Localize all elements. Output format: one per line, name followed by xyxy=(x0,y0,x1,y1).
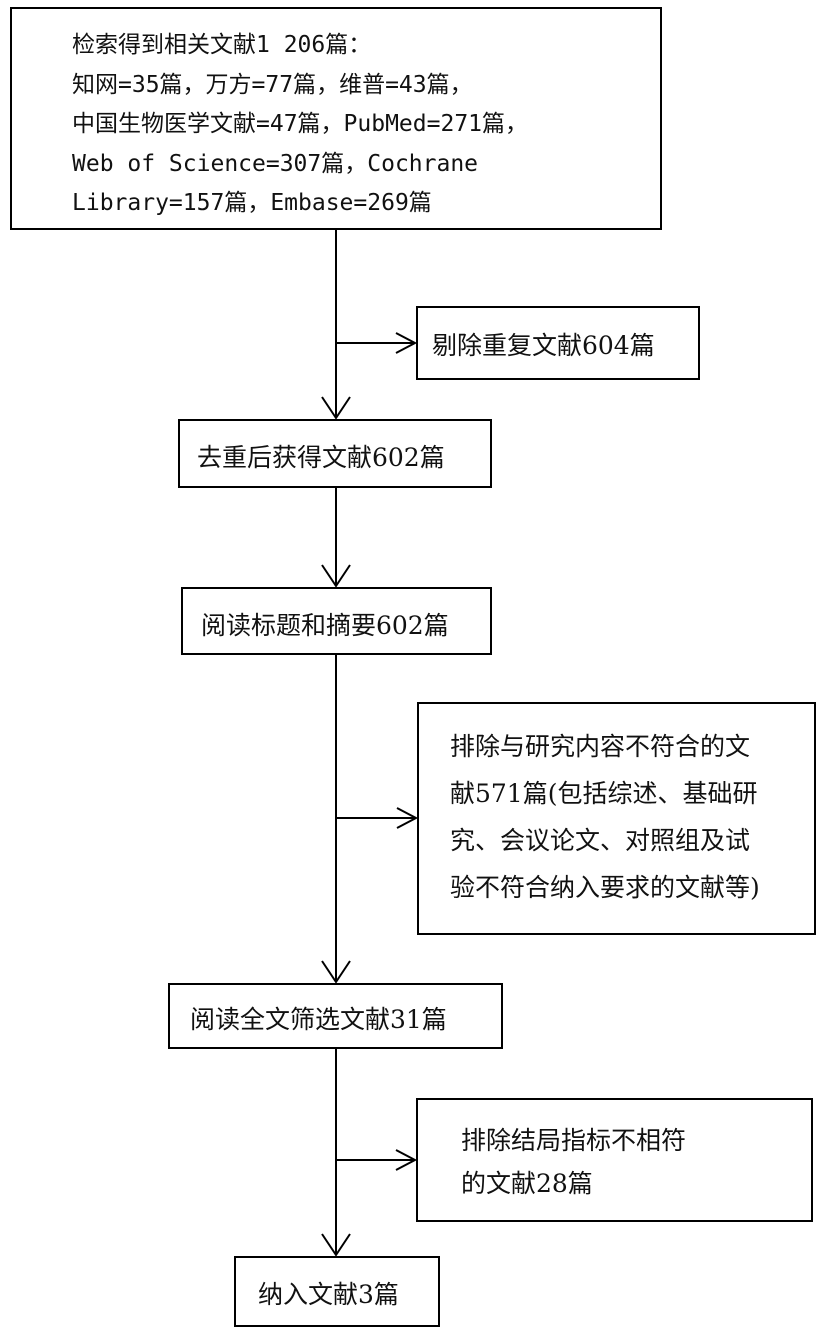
search-line-2: 知网=35篇，万方=77篇，维普=43篇， xyxy=(72,71,473,98)
exclude-outcome-line-2: 的文献28篇 xyxy=(461,1169,593,1198)
read-full-text-box: 阅读全文筛选文献31篇 xyxy=(168,983,503,1049)
exclude-content-box: 排除与研究内容不符合的文 献571篇(包括综述、基础研 究、会议论文、对照组及试… xyxy=(417,702,816,935)
included-box: 纳入文献3篇 xyxy=(234,1256,440,1327)
exclude-outcome-box: 排除结局指标不相符 的文献28篇 xyxy=(416,1098,813,1222)
arrowhead-exclude-outcome xyxy=(395,1149,418,1171)
arrowhead-remove-dup xyxy=(395,332,418,354)
search-line-1: 检索得到相关文献1 206篇： xyxy=(72,32,372,58)
remove-duplicates-text: 剔除重复文献604篇 xyxy=(432,331,655,360)
after-dedup-box: 去重后获得文献602篇 xyxy=(178,419,492,488)
arrowhead-read-title xyxy=(321,564,351,588)
arrowhead-read-full xyxy=(321,960,351,984)
exclude-content-line-3: 究、会议论文、对照组及试 xyxy=(450,826,751,855)
remove-duplicates-box: 剔除重复文献604篇 xyxy=(416,306,700,380)
arrowhead-included xyxy=(321,1233,351,1257)
arrowhead-dedup xyxy=(321,396,351,420)
exclude-content-line-1: 排除与研究内容不符合的文 xyxy=(450,732,751,761)
exclude-content-line-2: 献571篇(包括综述、基础研 xyxy=(450,779,758,808)
search-line-4: Web of Science=307篇，Cochrane xyxy=(72,150,479,177)
exclude-content-line-4: 验不符合纳入要求的文献等) xyxy=(450,873,760,902)
exclude-outcome-line-1: 排除结局指标不相符 xyxy=(461,1126,687,1155)
search-line-3: 中国生物医学文献=47篇，PubMed=271篇， xyxy=(72,111,529,137)
read-title-abstract-text: 阅读标题和摘要602篇 xyxy=(201,611,449,640)
arrowhead-exclude-content xyxy=(396,807,419,829)
read-title-abstract-box: 阅读标题和摘要602篇 xyxy=(181,587,492,655)
after-dedup-text: 去重后获得文献602篇 xyxy=(197,443,445,472)
included-text: 纳入文献3篇 xyxy=(258,1280,399,1309)
read-full-text-text: 阅读全文筛选文献31篇 xyxy=(190,1005,447,1034)
search-line-5: Library=157篇，Embase=269篇 xyxy=(72,190,432,216)
search-results-box: 检索得到相关文献1 206篇： 知网=35篇，万方=77篇，维普=43篇， 中国… xyxy=(10,7,662,230)
